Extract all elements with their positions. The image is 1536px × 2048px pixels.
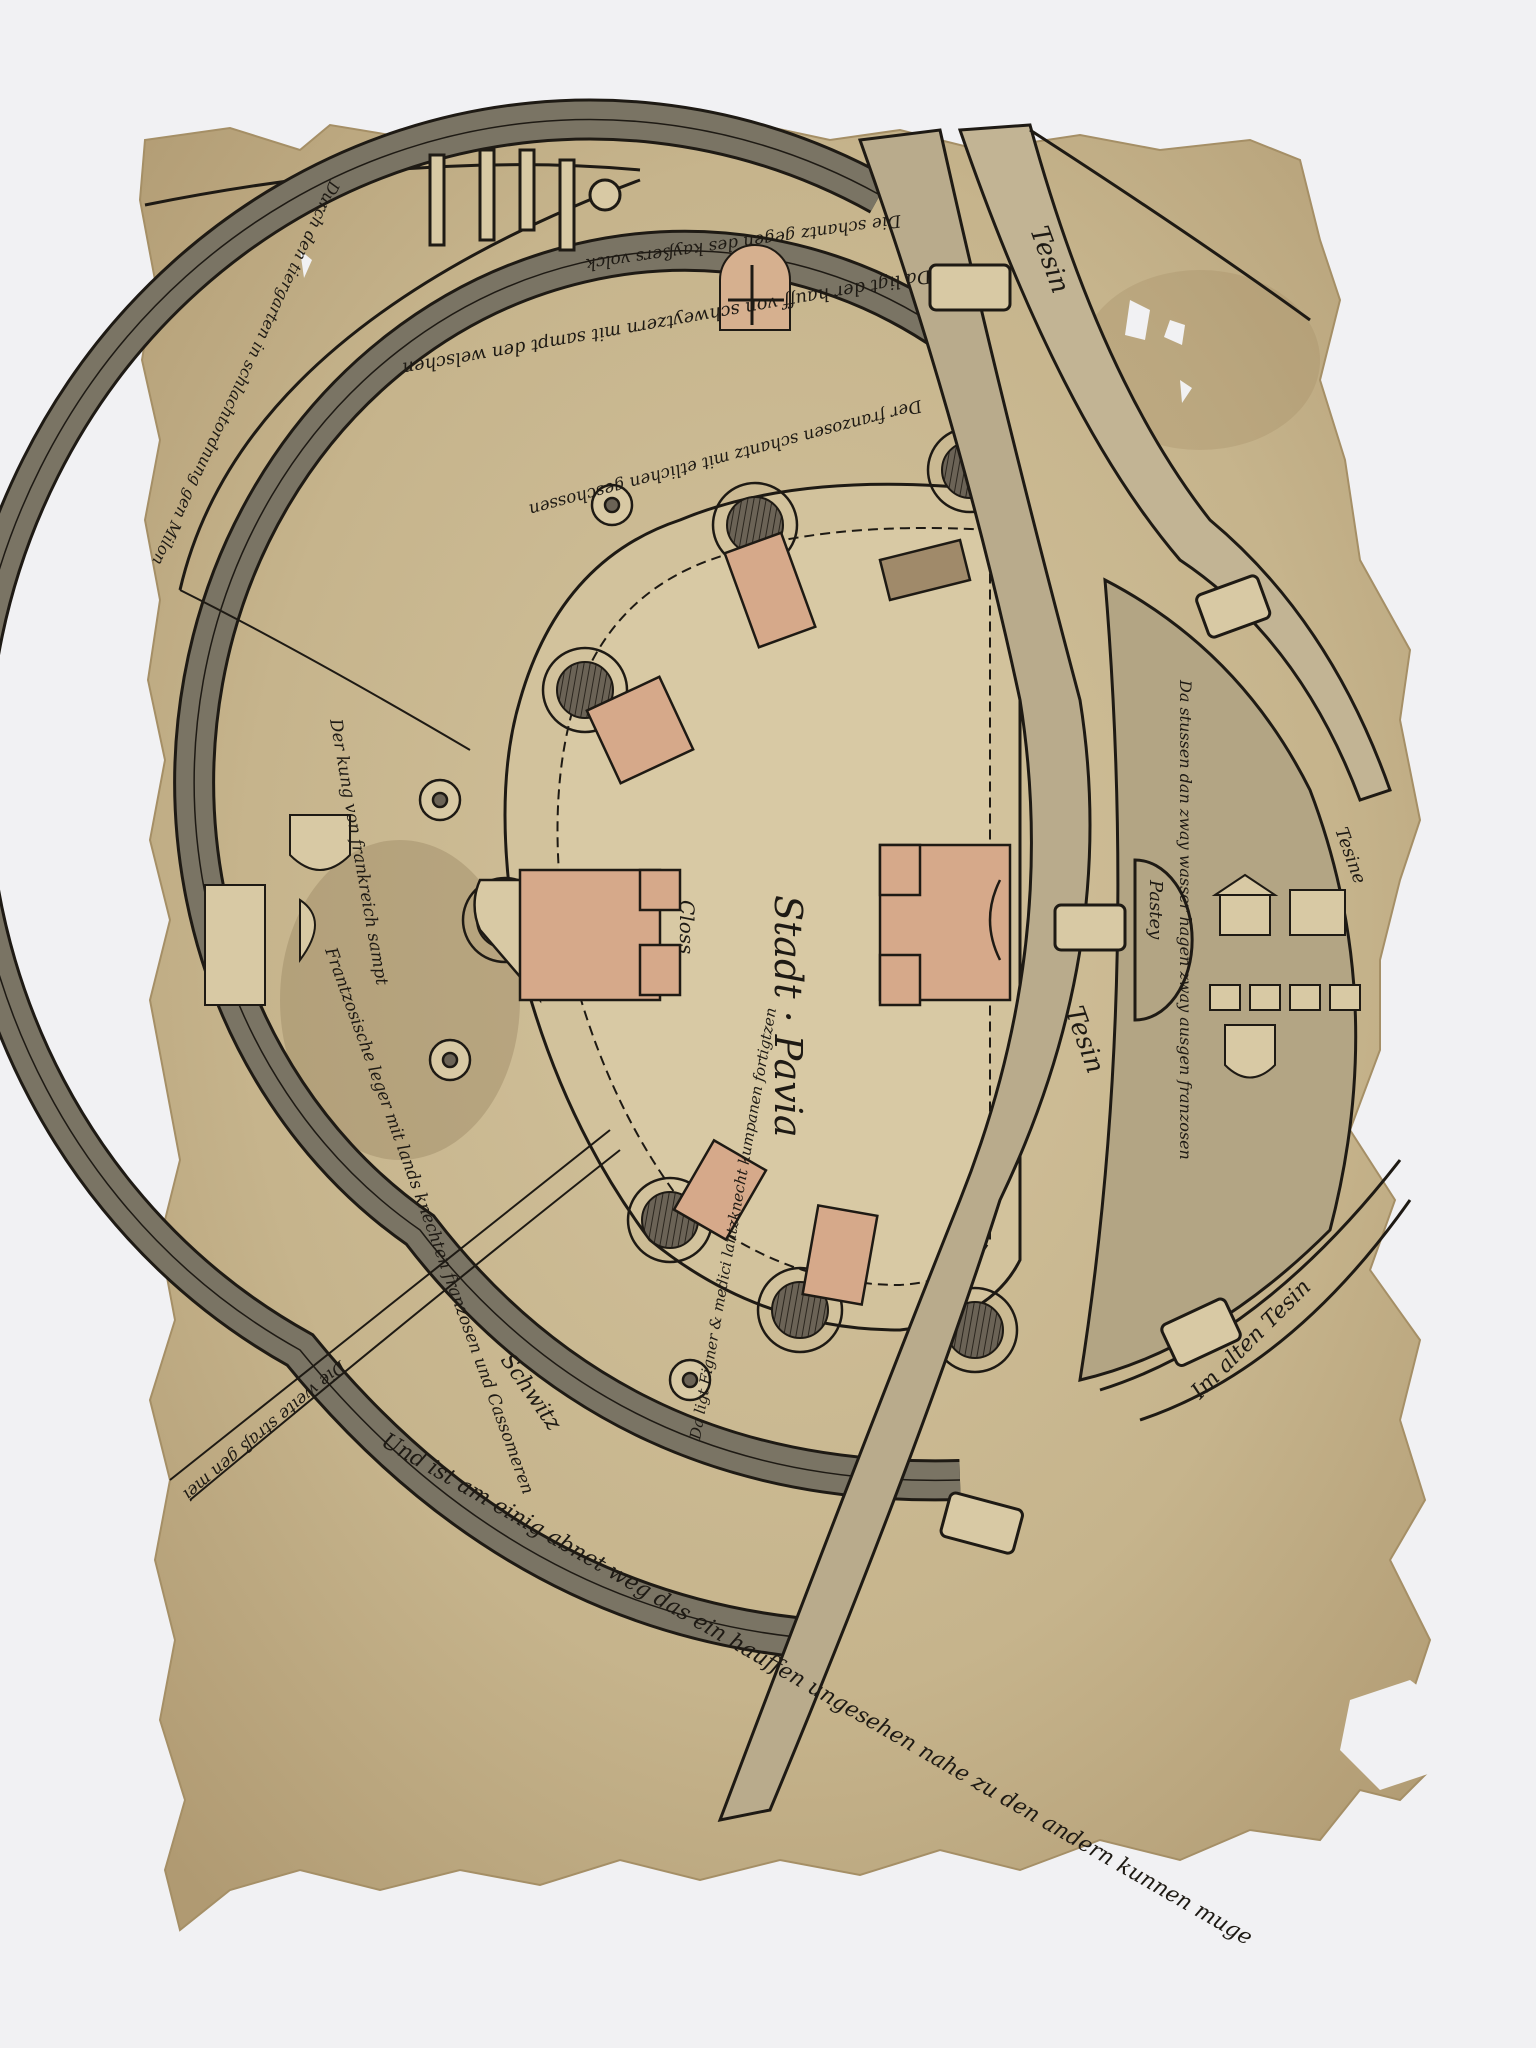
- stain: [280, 840, 520, 1160]
- bridges: [928, 263, 1272, 1555]
- label-two-waters: Da stussen dan zway wasser hagen zway au…: [1176, 679, 1195, 1160]
- river-tesin-branch: [957, 123, 1392, 802]
- river-island: [1078, 577, 1358, 1382]
- towers: [585, 531, 972, 1306]
- castle: [473, 868, 682, 1004]
- coat-of-arms-icon: [1224, 1024, 1276, 1079]
- coat-of-arms-icon: [289, 814, 351, 871]
- inner-ring-centerline: [193, 250, 961, 1482]
- cannons: [428, 148, 622, 252]
- gatehouse: [878, 843, 1012, 1007]
- royal-pavilion: [204, 884, 316, 1006]
- swiss-cross-shield: [719, 244, 791, 331]
- village: [1209, 873, 1361, 1011]
- river-bank: [1029, 128, 1311, 322]
- label-bastion: Pastey: [1145, 879, 1166, 940]
- old-river-bank: [1099, 1159, 1402, 1392]
- label-city: Stadt · Pavia: [766, 895, 810, 1138]
- old-river-bank: [1139, 1199, 1412, 1422]
- bastion-pastey: [1133, 858, 1194, 1022]
- road: [169, 1129, 611, 1481]
- ring-markers: [418, 483, 712, 1402]
- road: [179, 589, 471, 751]
- label-castle: Closs: [675, 900, 699, 954]
- outer-ring-centerline: [0, 118, 881, 1641]
- road: [189, 1149, 621, 1501]
- river-tesin: [717, 128, 1092, 1823]
